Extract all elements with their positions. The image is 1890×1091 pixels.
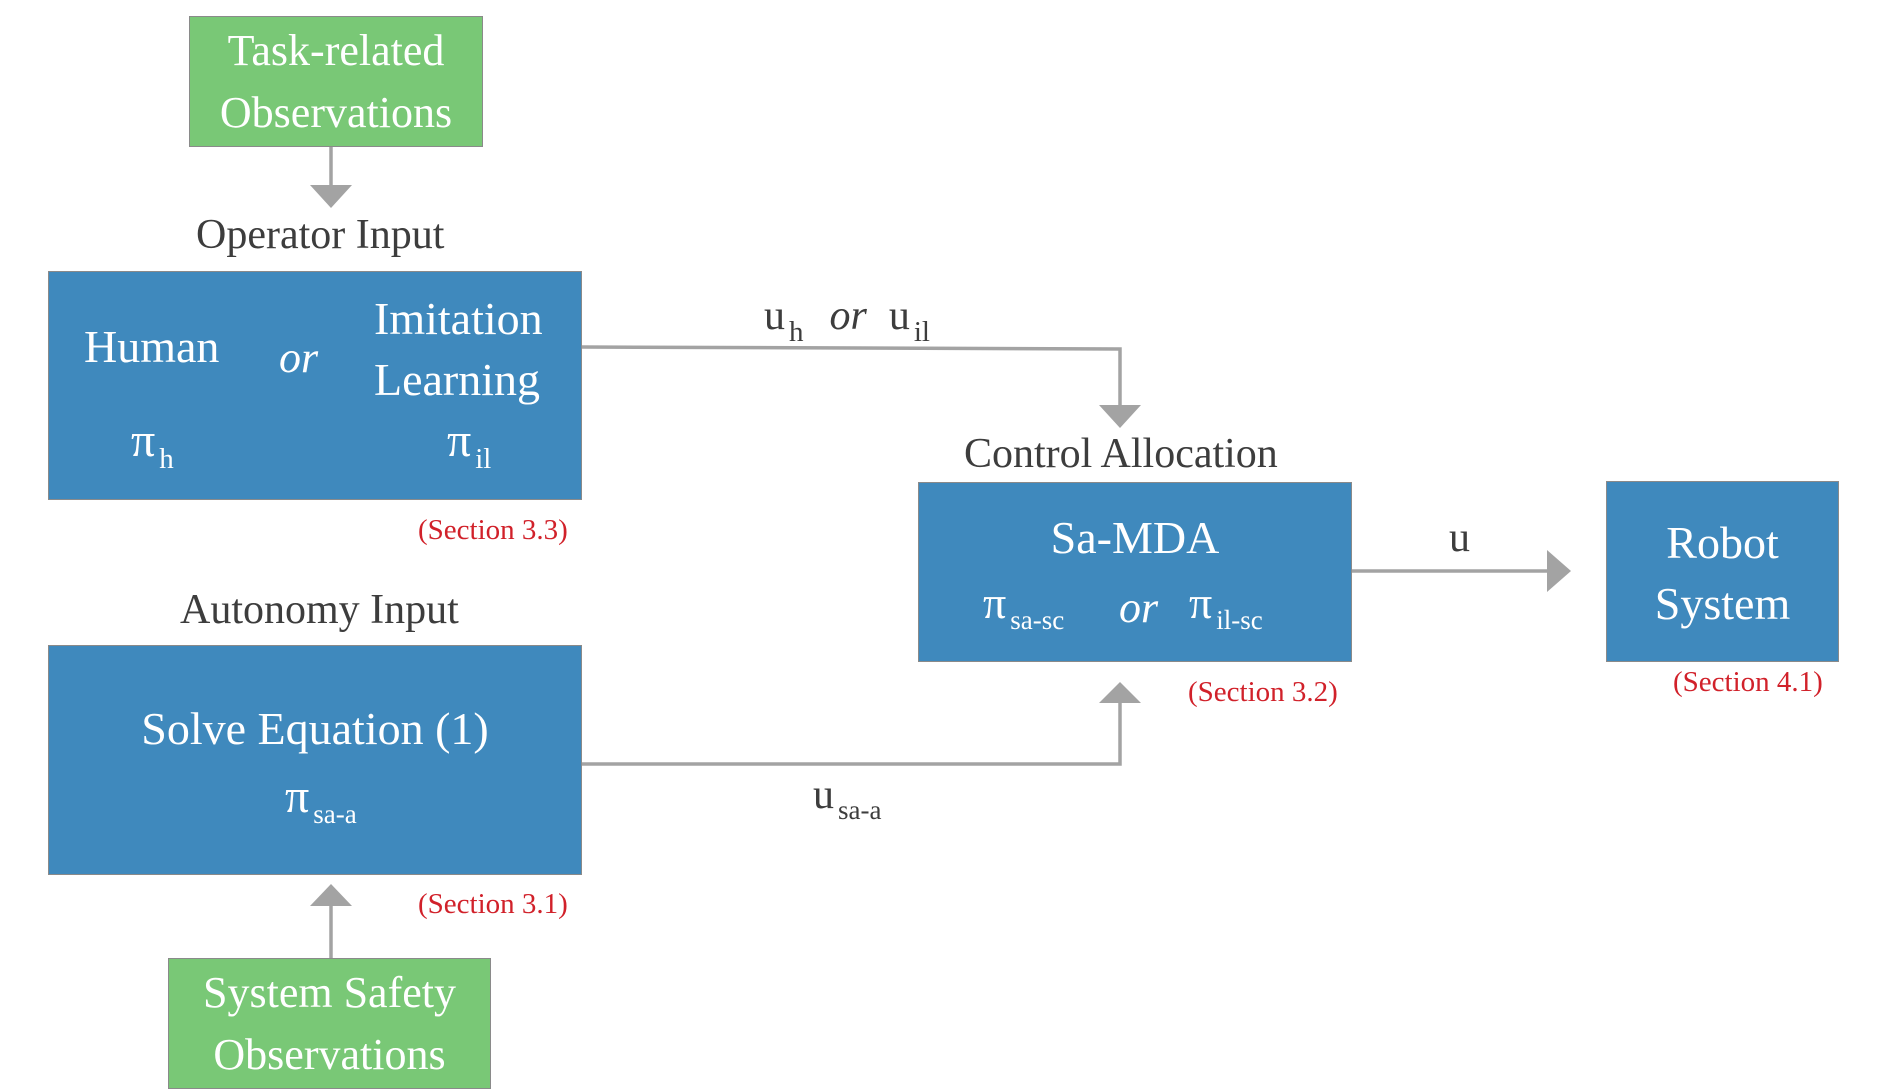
sa-mda-title: Sa-MDA xyxy=(1050,512,1220,563)
u-output-label: u xyxy=(1449,515,1470,561)
solve-equation-label: Solve Equation (1) xyxy=(141,703,489,754)
arrow-operator-to-allocation xyxy=(580,345,1122,405)
arrowhead-operator xyxy=(1099,405,1141,428)
autonomy-section-ref: (Section 3.1) xyxy=(418,888,568,920)
arrowhead-task xyxy=(310,185,352,208)
operator-section-ref: (Section 3.3) xyxy=(418,514,568,546)
arrow-autonomy-to-allocation xyxy=(581,703,1122,766)
operator-or-label: or xyxy=(279,333,319,382)
edge-or-label: or xyxy=(829,293,867,339)
task-observations-line1: Task-related xyxy=(227,26,445,75)
human-label: Human xyxy=(84,321,220,372)
imitation-label-line2: Learning xyxy=(374,354,541,405)
task-observations-line2: Observations xyxy=(219,88,453,137)
safety-observations-box: System Safety Observations xyxy=(168,958,491,1089)
safety-observations-line2: Observations xyxy=(213,1030,446,1079)
safety-observations-line1: System Safety xyxy=(203,968,456,1017)
arrowhead-safety xyxy=(310,884,352,906)
imitation-label-line1: Imitation xyxy=(374,293,543,344)
arrowhead-robot xyxy=(1547,550,1571,592)
arrowhead-autonomy xyxy=(1099,682,1141,703)
robot-system-line2: System xyxy=(1654,578,1791,629)
robot-system-box: Robot System xyxy=(1606,481,1839,662)
task-observations-box: Task-related Observations xyxy=(189,16,483,147)
autonomy-input-heading: Autonomy Input xyxy=(180,587,459,633)
robot-section-ref: (Section 4.1) xyxy=(1673,666,1823,698)
control-allocation-heading: Control Allocation xyxy=(964,431,1278,477)
allocation-or-label: or xyxy=(1119,583,1159,632)
operator-input-heading: Operator Input xyxy=(196,212,445,258)
allocation-section-ref: (Section 3.2) xyxy=(1188,676,1338,708)
robot-system-line1: Robot xyxy=(1666,517,1779,568)
